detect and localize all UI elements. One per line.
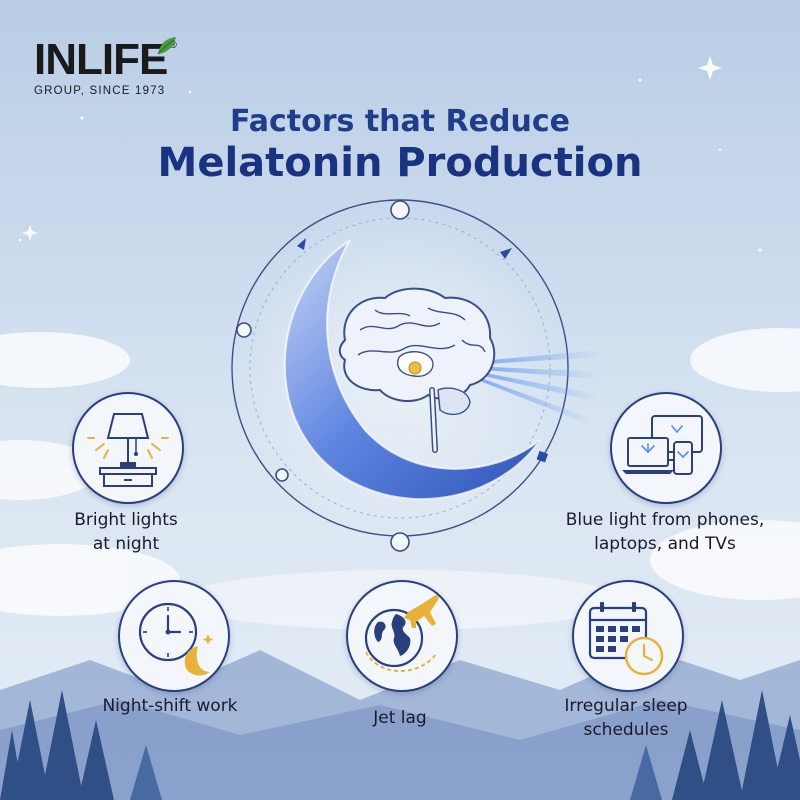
factor-label-jet-lag: Jet lag <box>330 706 470 730</box>
orbit-arrow-left <box>297 238 306 250</box>
table-lamp-icon <box>87 413 169 487</box>
title-line-1: Factors that Reduce <box>230 104 570 139</box>
clock-moon-icon <box>138 602 214 676</box>
moon-brain-illustration <box>231 199 600 552</box>
orbit-node-left <box>236 322 252 338</box>
factor-icon-circle-night-shift <box>118 580 230 692</box>
trees <box>0 690 800 800</box>
factor-label-night-shift: Night-shift work <box>70 694 270 718</box>
orbit-node-top <box>390 200 410 220</box>
factor-label-line: schedules <box>583 720 669 740</box>
blue-light-beams <box>470 350 600 424</box>
crescent-moon <box>283 239 541 501</box>
calendar-clock-icon <box>588 602 664 676</box>
clouds <box>0 328 800 630</box>
factor-label-line: Night-shift work <box>102 696 238 716</box>
brand-name: INLIFE <box>34 35 168 84</box>
factor-icon-circle-irregular-sleep <box>572 580 684 692</box>
brain-icon <box>338 287 496 453</box>
orbit-node-lower-left <box>275 468 289 482</box>
factor-label-irregular-sleep: Irregular sleep schedules <box>530 694 722 742</box>
factor-icon-circle-devices <box>610 392 722 504</box>
factor-icon-circle-jet-lag <box>346 580 458 692</box>
title-line-2: Melatonin Production <box>157 140 643 186</box>
devices-icon <box>622 415 703 475</box>
factor-label-line: Jet lag <box>373 708 427 728</box>
factor-icon-circle-lamp <box>72 392 184 504</box>
orbit-arrow-right <box>500 248 512 259</box>
orbit-marker <box>536 450 549 463</box>
brand-tagline: GROUP, SINCE 1973 <box>34 85 166 97</box>
factor-label-line: at night <box>92 534 160 554</box>
stars <box>18 56 762 252</box>
brand-logo: INLIFE ® GROUP, SINCE 1973 <box>34 35 177 97</box>
factor-label-line: Blue light from phones, <box>565 510 765 530</box>
factor-label-bright-lights: Bright lights at night <box>40 508 212 556</box>
globe-plane-icon <box>364 595 439 672</box>
registered-mark: ® <box>169 40 177 51</box>
factor-label-line: laptops, and TVs <box>594 534 736 554</box>
leaf-icon <box>157 37 176 55</box>
orbit-node-bottom <box>390 532 410 552</box>
factor-label-line: Irregular sleep <box>564 696 688 716</box>
factor-label-line: Bright lights <box>74 510 178 530</box>
factor-label-blue-light: Blue light from phones, laptops, and TVs <box>540 508 790 556</box>
